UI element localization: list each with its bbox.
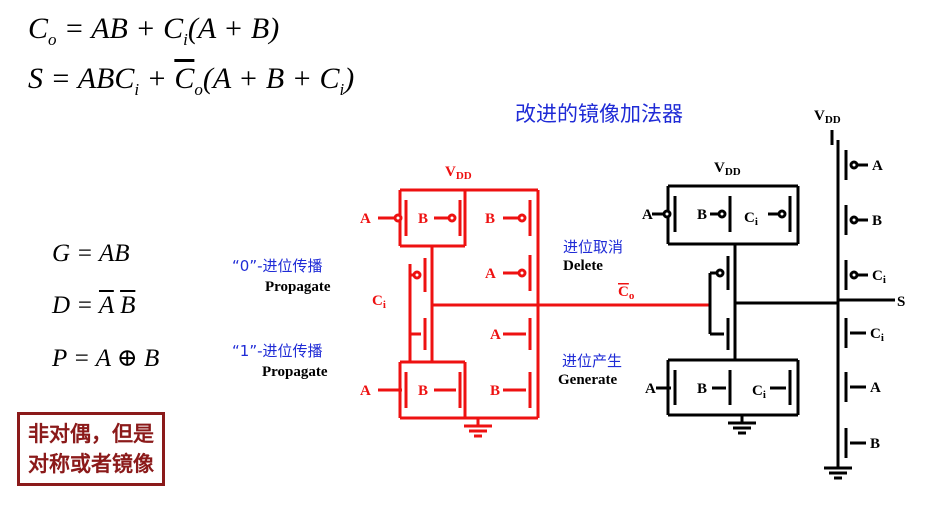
sum-circuit <box>652 184 838 435</box>
right-ci-2: Ci <box>870 326 884 344</box>
delete-formula: D = A B <box>52 292 136 319</box>
note-line-1: 非对偶，但是 <box>28 422 154 446</box>
note-line-2: 对称或者镜像 <box>28 452 154 476</box>
mid-a-1: A <box>642 207 653 223</box>
red-a-1: A <box>360 211 371 227</box>
mid-ci-1: Ci <box>744 210 758 228</box>
red-b-1: B <box>418 211 428 227</box>
red-a-3: A <box>490 327 501 343</box>
propagate-0-label-en: Propagate <box>265 279 331 295</box>
generate-formula: G = AB <box>52 240 130 267</box>
right-a-1: A <box>872 158 883 174</box>
red-ci: Ci <box>372 293 386 311</box>
propagate-formula: P = A ⊕ B <box>52 345 160 372</box>
mid-b-2: B <box>697 381 707 397</box>
propagate-1-label-cn: “1”-进位传播 <box>232 342 323 360</box>
generate-label-en: Generate <box>558 372 618 388</box>
sum-output-label: S <box>897 294 905 310</box>
red-a-2: A <box>485 266 496 282</box>
red-b-4: B <box>490 383 500 399</box>
right-b-1: B <box>872 213 882 229</box>
mid-ci-2: Ci <box>752 383 766 401</box>
carry-circuit <box>378 188 710 438</box>
carry-out-equation: Co = AB + Ci(A + B) <box>28 12 280 49</box>
vdd-left: VDD <box>445 164 472 182</box>
red-b-2: B <box>485 211 495 227</box>
propagate-1-label-en: Propagate <box>262 364 328 380</box>
sum-stack <box>822 130 895 480</box>
vdd-right: VDD <box>814 108 841 126</box>
right-a-2: A <box>870 380 881 396</box>
right-ci-1: Ci <box>872 268 886 286</box>
right-b-2: B <box>870 436 880 452</box>
delete-label-cn: 进位取消 <box>563 238 624 256</box>
red-b-3: B <box>418 383 428 399</box>
mid-a-2: A <box>645 381 656 397</box>
sum-equation: S = ABCi + Co(A + B + Ci) <box>28 62 355 99</box>
red-a-4: A <box>360 383 371 399</box>
mid-b-1: B <box>697 207 707 223</box>
diagram-title: 改进的镜像加法器 <box>515 102 683 126</box>
circuit-labels: VDD VDD VDD A B B A Ci A A B B Co A B Ci… <box>360 108 905 452</box>
symmetry-note: 非对偶，但是 对称或者镜像 <box>17 412 165 486</box>
generate-label-cn: 进位产生 <box>562 352 623 370</box>
delete-label-en: Delete <box>563 258 603 274</box>
vdd-mid: VDD <box>714 160 741 178</box>
propagate-0-label-cn: “0”-进位传播 <box>232 257 323 275</box>
carry-out-bar-label: Co <box>618 284 635 302</box>
